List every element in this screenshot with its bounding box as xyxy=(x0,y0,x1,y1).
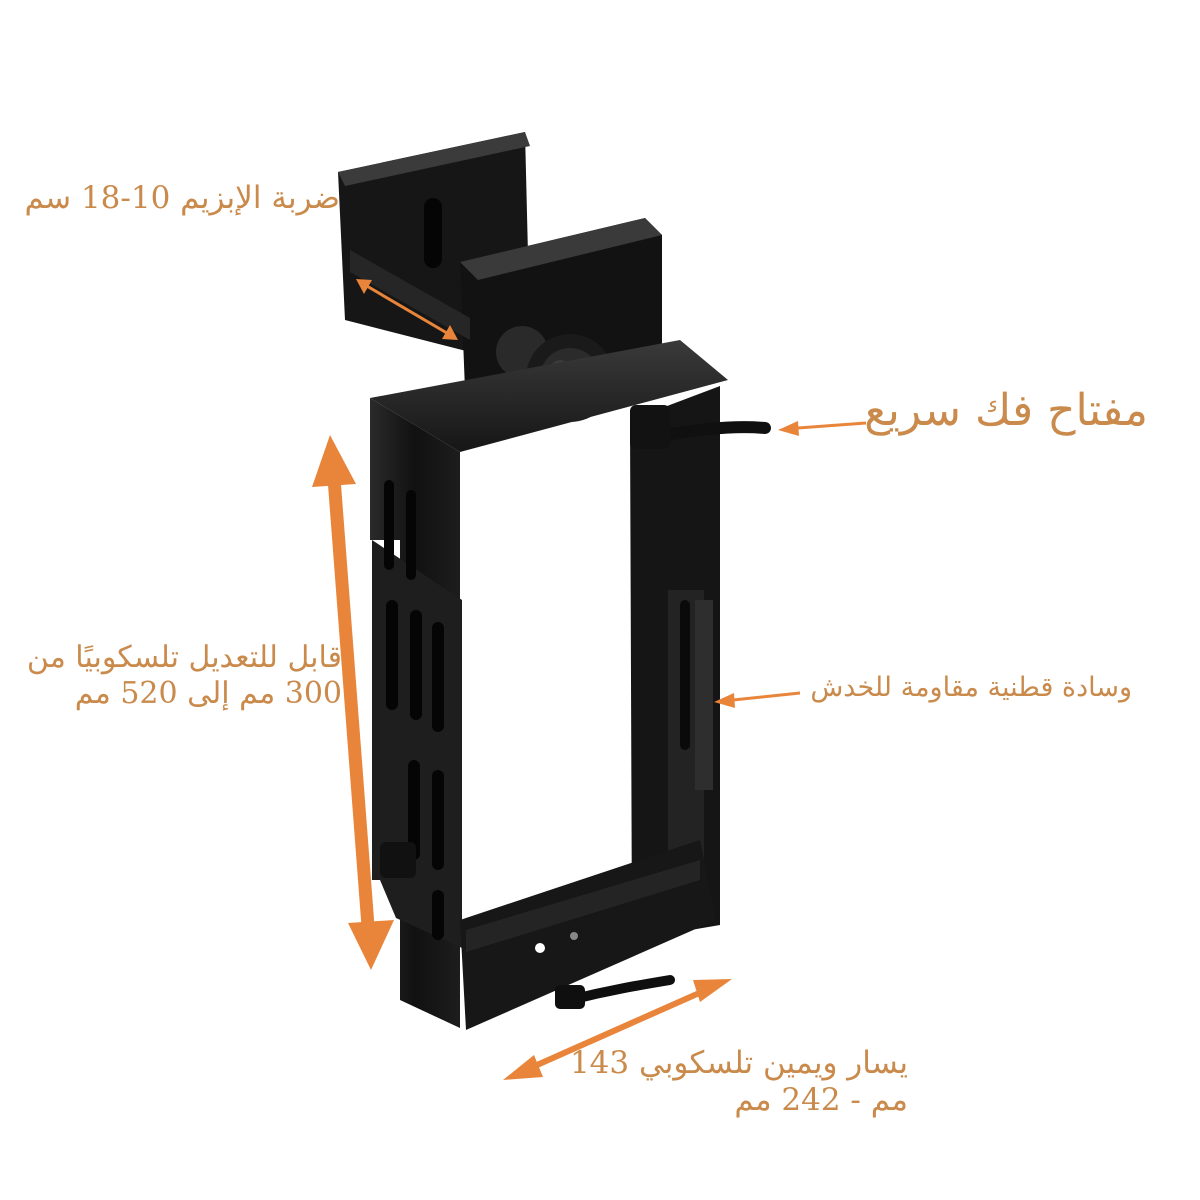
quick-release-label: مفتاح فك سريع xyxy=(864,385,1148,438)
cotton-pad-pointer xyxy=(714,691,801,708)
vertical-telescopic-line2: 300 مم إلى 520 مم xyxy=(74,676,342,711)
clamp-stroke-label: ضربة الإبزيم 10-18 سم xyxy=(24,180,340,217)
frame-top-plate xyxy=(370,340,728,452)
quick-release-text: مفتاح فك سريع xyxy=(864,385,1148,436)
frame xyxy=(370,386,720,1030)
horizontal-telescopic-line1: يسار ويمين تلسكوبي 143 xyxy=(569,1045,908,1081)
clamp-stroke-arrow xyxy=(356,279,458,340)
bottom-quick-release-lever xyxy=(555,975,675,1009)
quick-release-pointer xyxy=(778,421,867,436)
horizontal-telescopic-arrow xyxy=(503,979,732,1080)
anti-scratch-pad-text: وسادة قطنية مقاومة للخدش xyxy=(810,672,1132,703)
anti-scratch-pad-label: وسادة قطنية مقاومة للخدش xyxy=(810,672,1132,704)
horizontal-telescopic-label: يسار ويمين تلسكوبي 143 مم - 242 مم xyxy=(570,1045,908,1119)
vertical-telescopic-line1: قابل للتعديل تلسكوبيًا من xyxy=(26,640,342,675)
cotton-pad xyxy=(695,600,713,790)
horizontal-telescopic-line2: مم - 242 مم xyxy=(734,1082,908,1119)
clamp-stroke-text: ضربة الإبزيم 10-18 سم xyxy=(24,180,340,216)
vertical-telescopic-arrow xyxy=(312,435,394,970)
vertical-telescopic-label: قابل للتعديل تلسكوبيًا من 300 مم إلى 520… xyxy=(27,640,342,712)
top-quick-release-lever xyxy=(630,405,771,449)
